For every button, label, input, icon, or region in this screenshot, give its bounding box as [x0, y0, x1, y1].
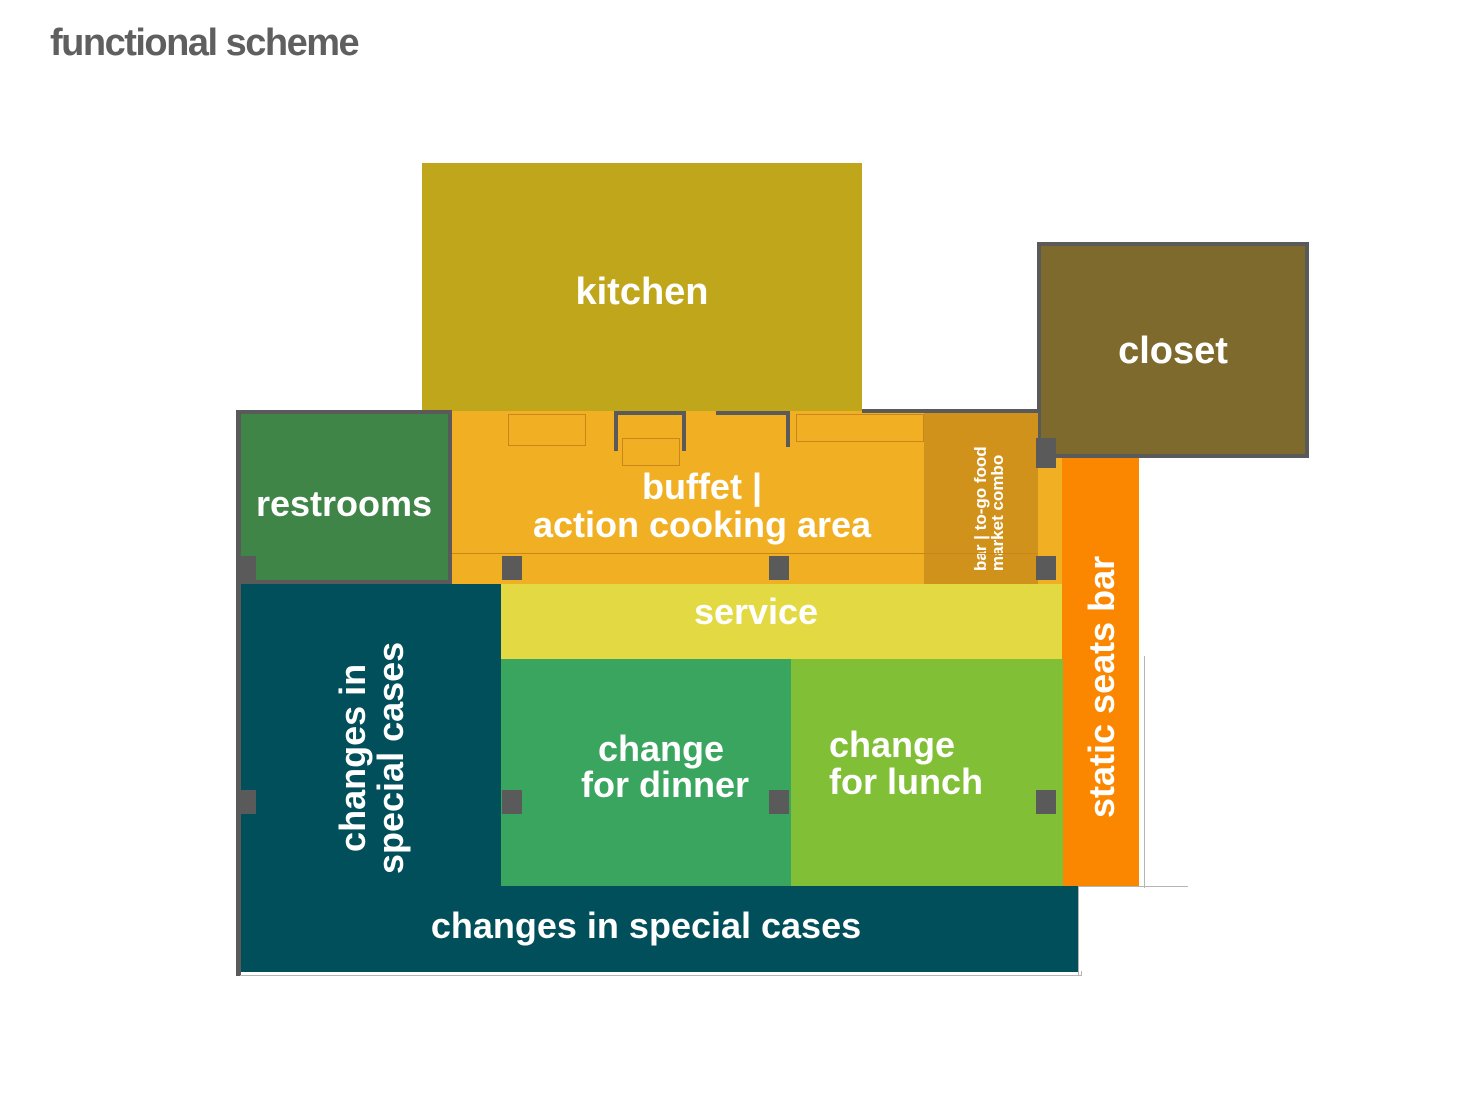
special-cases-bottom-zone: changes in special cases	[236, 886, 1078, 972]
buffet-niche	[614, 411, 686, 451]
left-wall	[236, 410, 241, 976]
buffet-top-wall	[862, 409, 1038, 413]
service-label: service	[693, 591, 819, 632]
pillar	[236, 556, 256, 580]
seats-bar-outline	[1139, 656, 1145, 888]
pillar	[1036, 556, 1056, 580]
buffet-niche-right	[716, 411, 790, 447]
bottom-outline	[240, 971, 1082, 976]
buffet-counter-left	[508, 414, 586, 446]
restrooms-label: restrooms	[255, 483, 433, 524]
dinner-zone: change for dinner	[501, 659, 791, 888]
restrooms-zone: restrooms	[236, 410, 452, 584]
static-seats-bar-zone: static seats bar	[1062, 458, 1139, 886]
buffet-label-line1: buffet |	[641, 466, 763, 507]
static-seats-bar-label: static seats bar	[1081, 555, 1122, 818]
buffet-zone: buffet | action cooking area	[452, 411, 924, 584]
bar-market-zone: bar | to-go food market combo	[924, 411, 1038, 584]
special-cases-left-label-line2: special cases	[369, 641, 411, 874]
special-cases-left-zone: changes in special cases	[236, 584, 501, 888]
right-outline	[1078, 886, 1188, 976]
pillar	[502, 556, 522, 580]
dinner-label-line1: change	[598, 728, 725, 769]
pillar	[1036, 790, 1056, 814]
page-title: functional scheme	[50, 22, 360, 64]
lunch-label-line2: for lunch	[829, 761, 983, 802]
service-zone: service	[501, 584, 1063, 660]
special-cases-bottom-label: changes in special cases	[430, 905, 862, 946]
pillar	[769, 790, 789, 814]
dinner-label-line2: for dinner	[581, 764, 749, 805]
closet-label: closet	[1118, 330, 1228, 372]
lunch-zone: change for lunch	[791, 659, 1063, 888]
kitchen-zone: kitchen	[422, 163, 862, 411]
pillar	[769, 556, 789, 580]
pillar	[1036, 438, 1056, 468]
pillar	[236, 790, 256, 814]
special-cases-left-label-line1: changes in	[332, 663, 373, 852]
buffet-station	[622, 438, 680, 466]
buffet-front-line	[452, 553, 1038, 554]
pillar	[502, 790, 522, 814]
lunch-label-line1: change	[829, 724, 956, 765]
buffet-counter-right	[796, 414, 924, 442]
special-cases-left-label: changes in special cases	[332, 641, 411, 874]
kitchen-label: kitchen	[575, 271, 709, 313]
closet-zone: closet	[1037, 242, 1309, 458]
buffet-label-line2: action cooking area	[532, 504, 872, 545]
